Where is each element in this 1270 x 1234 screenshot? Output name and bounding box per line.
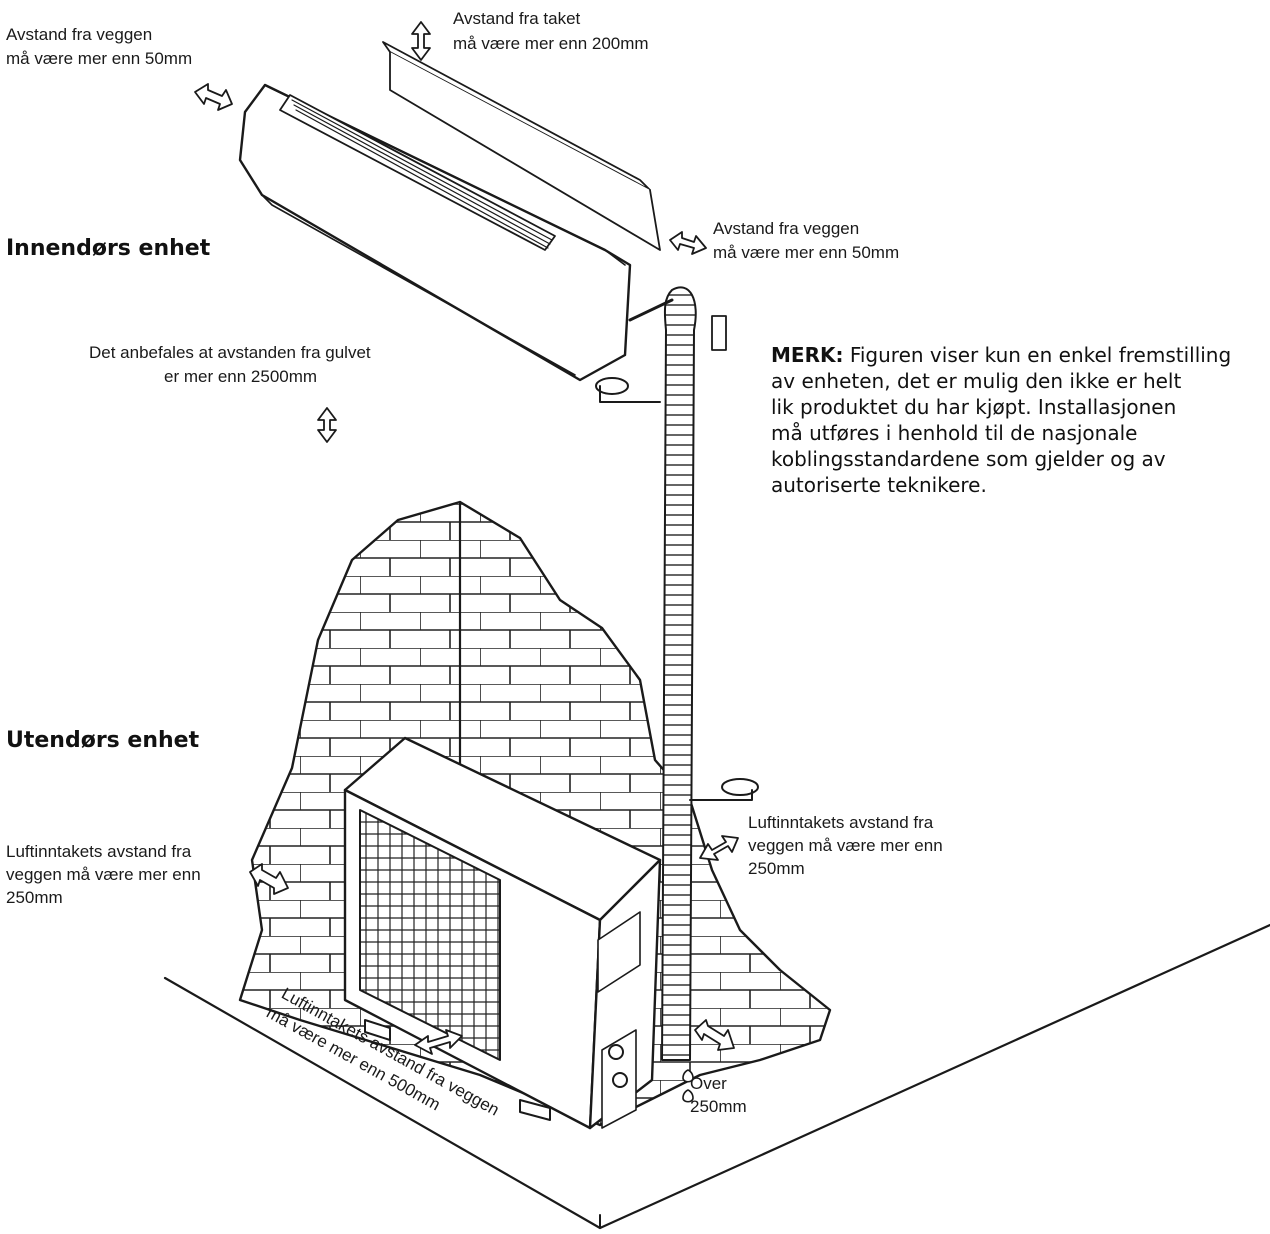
side-clearance-label-line1: Over xyxy=(690,1074,727,1093)
floor-slab xyxy=(163,923,1270,1230)
intake-right-label-line1: Luftinntakets avstand fra xyxy=(748,813,934,832)
arrow-wall-left-icon xyxy=(194,83,233,111)
floor-label-line1: Det anbefales at avstanden fra gulvet xyxy=(89,343,371,362)
outdoor-unit xyxy=(343,736,662,1130)
note-line1-text: Figuren viser kun en enkel fremstilling xyxy=(843,343,1232,367)
intake-left-label-line2: veggen må være mer enn xyxy=(6,865,201,884)
arrow-intake-left-icon xyxy=(249,863,289,895)
arrow-wall-right-icon xyxy=(669,231,707,255)
wall-left-label-line2: må være mer enn 50mm xyxy=(6,49,193,68)
pipe-bundle xyxy=(595,286,759,1061)
indoor-unit xyxy=(238,41,661,382)
intake-left-label-line3: 250mm xyxy=(6,888,63,907)
note-line4: må utføres i henhold til de nasjonale xyxy=(771,421,1138,445)
ceiling-label-line2: må være mer enn 200mm xyxy=(453,34,649,53)
note-prefix: MERK: xyxy=(771,343,844,367)
side-clearance-label-line2: 250mm xyxy=(690,1097,747,1116)
wall-left-label-line1: Avstand fra veggen xyxy=(6,25,153,44)
note-line3: lik produktet du har kjøpt. Installasjon… xyxy=(771,395,1177,419)
wall-right-label-line1: Avstand fra veggen xyxy=(713,219,860,238)
outdoor-unit-heading: Utendørs enhet xyxy=(6,728,200,753)
clearance-arrows xyxy=(194,21,739,1055)
note-line1: MERK: Figuren viser kun en enkel fremsti… xyxy=(771,342,1231,368)
note-line6: autoriserte teknikere. xyxy=(771,473,987,497)
arrow-front-icon xyxy=(414,1029,463,1055)
intake-left-label-line1: Luftinntakets avstand fra xyxy=(6,842,192,861)
drain-drips xyxy=(682,1069,694,1103)
arrow-intake-right-icon xyxy=(699,835,739,861)
note-line5: koblingsstandardene som gjelder og av xyxy=(771,447,1166,471)
wall-right-label-line2: må være mer enn 50mm xyxy=(713,243,900,262)
note-line2: av enheten, det er mulig den ikke er hel… xyxy=(771,369,1182,393)
arrow-floor-icon xyxy=(317,407,337,443)
ceiling-label-line1: Avstand fra taket xyxy=(453,9,581,28)
intake-right-label-line3: 250mm xyxy=(748,859,805,878)
arrow-side-icon xyxy=(694,1019,735,1051)
floor-label-line2: er mer enn 2500mm xyxy=(164,367,318,386)
indoor-unit-heading: Innendørs enhet xyxy=(6,236,211,261)
arrow-ceiling-icon xyxy=(411,21,431,61)
intake-right-label-line2: veggen må være mer enn xyxy=(748,836,943,855)
